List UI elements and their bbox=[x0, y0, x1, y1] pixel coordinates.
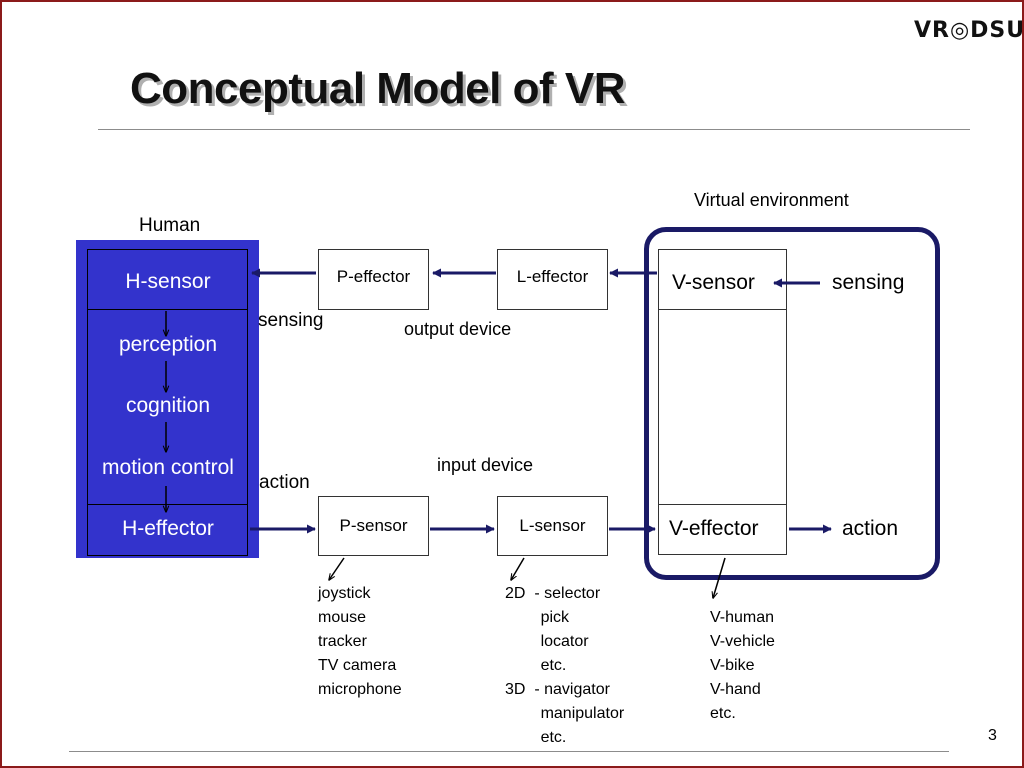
action-label-right: action bbox=[842, 517, 899, 540]
virtual-environment-frame bbox=[644, 227, 940, 580]
title-rule bbox=[98, 129, 970, 130]
output-device-label: output device bbox=[404, 319, 512, 339]
list-item: locator bbox=[505, 633, 589, 650]
selector-list: 2D - selector pick locator etc. 3D - navi… bbox=[505, 582, 624, 750]
virtual-environment-label: Virtual environment bbox=[694, 190, 849, 210]
v-effector-label: V-effector bbox=[669, 517, 759, 540]
list-item: V-vehicle bbox=[710, 633, 775, 650]
v-effector-divider bbox=[659, 504, 786, 505]
sensing-label-left: sensing bbox=[258, 310, 324, 331]
h-sensor-label: H-sensor bbox=[125, 270, 211, 293]
list-item: TV camera bbox=[318, 657, 397, 674]
action-label-left: action bbox=[259, 472, 310, 493]
list-item: tracker bbox=[318, 633, 367, 650]
cognition-label: cognition bbox=[125, 394, 211, 417]
pointer-veffector-to-agents bbox=[713, 557, 726, 598]
h-effector-cell bbox=[87, 504, 248, 556]
list-item: pick bbox=[505, 609, 570, 626]
v-sensor-label: V-sensor bbox=[672, 271, 755, 294]
l-effector-box: L-effector bbox=[497, 249, 608, 310]
list-item: V-hand bbox=[710, 681, 761, 698]
pointer-psensor-to-devices bbox=[329, 557, 345, 580]
pointer-lsensor-to-selectors bbox=[511, 557, 525, 580]
virtual-environment-column bbox=[658, 249, 787, 555]
l-sensor-box: L-sensor bbox=[497, 496, 608, 556]
perception-label: perception bbox=[118, 333, 218, 356]
input-device-label: input device bbox=[437, 455, 534, 475]
sensing-label-right: sensing bbox=[832, 271, 905, 294]
logo: VR◎DSU bbox=[914, 18, 1024, 43]
slide-title: Conceptual Model of VR bbox=[130, 64, 626, 113]
v-sensor-divider bbox=[659, 309, 786, 310]
h-effector-label: H-effector bbox=[122, 517, 214, 540]
list-item: etc. bbox=[505, 657, 567, 674]
list-item: V-human bbox=[710, 609, 775, 626]
list-item: mouse bbox=[318, 609, 367, 626]
device-list: joystick mouse tracker TV camera microphone bbox=[318, 582, 402, 702]
list-item: etc. bbox=[505, 729, 567, 746]
human-block bbox=[76, 240, 259, 558]
list-item: joystick bbox=[318, 585, 371, 602]
list-item: 2D - selector bbox=[505, 585, 601, 602]
list-item: 3D - navigator bbox=[505, 681, 610, 698]
motion-control-label: motion control bbox=[102, 456, 234, 479]
list-item: manipulator bbox=[505, 705, 625, 722]
human-label: Human bbox=[139, 215, 201, 236]
p-sensor-box: P-sensor bbox=[318, 496, 429, 556]
page-number: 3 bbox=[988, 727, 997, 744]
list-item: V-bike bbox=[710, 657, 755, 674]
p-effector-box: P-effector bbox=[318, 249, 429, 310]
list-item: microphone bbox=[318, 681, 402, 698]
footer-rule bbox=[69, 751, 949, 752]
list-item: etc. bbox=[710, 705, 736, 722]
